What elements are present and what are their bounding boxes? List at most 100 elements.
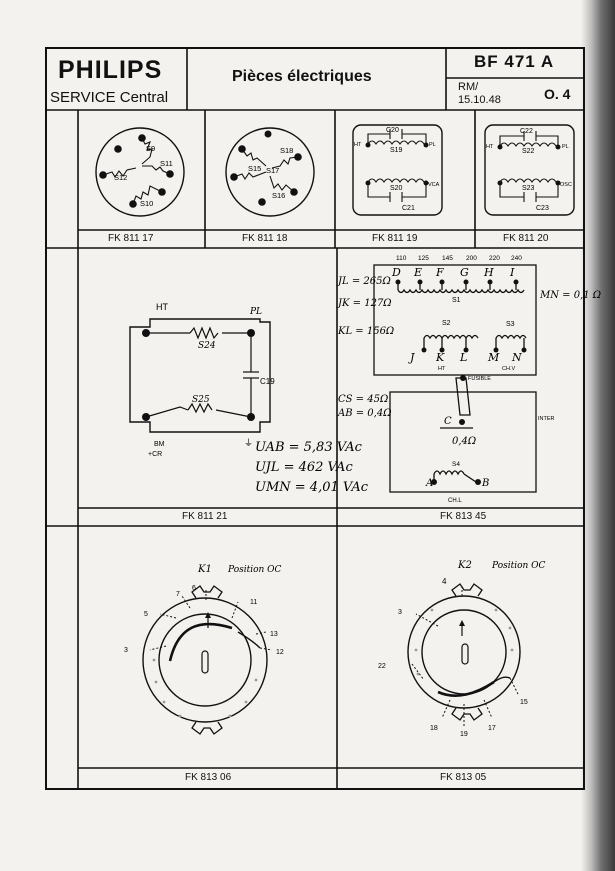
label-c20: C20: [386, 127, 399, 134]
tap-145: 145: [442, 255, 453, 262]
label-fusible: FUSIBLE: [468, 376, 491, 382]
label-c21: C21: [402, 205, 415, 212]
label-c19: C19: [260, 377, 275, 386]
label-a: A: [425, 478, 433, 489]
tap-f: F: [435, 266, 444, 279]
resistance-cab: 0,4Ω: [452, 436, 476, 447]
label-k2: K2: [457, 560, 472, 571]
contact-17: 17: [488, 725, 496, 732]
diagram-fk81118: S18 S17 S15 S16: [225, 127, 315, 217]
tap-125: 125: [418, 255, 429, 262]
label-s18: S18: [280, 146, 293, 155]
contact-12: 12: [276, 649, 284, 656]
voltage-umn: UMN = 4,01 VAc: [255, 480, 369, 495]
label-s3: S3: [506, 321, 515, 328]
label-chl: CH.L: [448, 498, 462, 504]
brand-logo: PHILIPS: [58, 56, 163, 84]
label-ht: HT: [438, 366, 446, 372]
label-c23: C23: [536, 205, 549, 212]
tap-d: D: [391, 266, 401, 279]
label-c: C: [444, 416, 452, 427]
contact-13: 13: [270, 631, 278, 638]
tap-240: 240: [511, 255, 522, 262]
tap-e: E: [413, 266, 422, 279]
contact-5: 5: [144, 611, 148, 618]
tap-m: M: [487, 351, 500, 364]
tap-110: 110: [396, 255, 407, 262]
tap-200: 200: [466, 255, 477, 262]
rm-label: RM/: [458, 81, 479, 93]
label-inter: INTER: [538, 416, 555, 422]
diagram-fk81120: C22 S22 HT PL S23 OSC C23: [484, 124, 575, 216]
voltage-ujl: UJL = 462 VAc: [255, 460, 353, 475]
label-position-oc: Position OC: [227, 565, 282, 575]
label-s22: S22: [522, 148, 535, 155]
diagram-fk81306: K1 Position OC 6 7 5 11 13 3 12: [124, 564, 284, 735]
document-sheet: [45, 47, 585, 790]
contact-22: 22: [378, 663, 386, 670]
contact-19: 19: [460, 731, 468, 738]
caption-fk81119: FK 811 19: [372, 233, 418, 244]
label-s24: S24: [198, 341, 216, 351]
label-s12: S12: [114, 173, 127, 182]
label-s10: S10: [140, 199, 153, 208]
contact-15: 15: [520, 699, 528, 706]
label-b: B: [481, 478, 489, 489]
resistance-kl: KL = 156Ω: [337, 326, 394, 337]
diagram-fk81117: S9 S11 S12 S10: [95, 127, 185, 217]
page-title: Pièces électriques: [232, 68, 372, 85]
label-pl: PL: [562, 144, 569, 150]
label-s19: S19: [390, 147, 403, 154]
tap-k: K: [435, 351, 445, 364]
resistance-cs: CS = 45Ω: [338, 394, 388, 405]
label-bm: BM: [154, 441, 165, 448]
caption-fk81345: FK 813 45: [440, 511, 487, 522]
contact-4: 4: [442, 577, 447, 586]
caption-fk81306: FK 813 06: [185, 772, 232, 783]
label-s20: S20: [390, 185, 403, 192]
label-s17: S17: [266, 166, 279, 175]
resistance-jl: JL = 265Ω: [336, 276, 391, 287]
label-chv: CH.V: [502, 366, 515, 372]
contact-6: 6: [192, 585, 196, 592]
caption-fk81118: FK 811 18: [242, 233, 288, 244]
tap-j: J: [408, 351, 415, 364]
diagram-fk81121: HT PL S24 C19 S25 BM +CR ⏚ UAB = 5,83 VA…: [129, 302, 369, 495]
label-ht: HT: [486, 144, 494, 150]
ground-icon: ⏚: [244, 438, 253, 448]
doc-date: 15.10.48: [458, 94, 501, 106]
caption-fk81120: FK 811 20: [503, 233, 549, 244]
tap-h: H: [483, 266, 494, 279]
sheet-number: O. 4: [544, 86, 571, 102]
tap-g: G: [460, 266, 469, 279]
label-s1: S1: [452, 297, 461, 304]
diagram-fk81345: 110 125 145 200 220 240 D E F G H I JL =…: [336, 255, 601, 504]
label-s2: S2: [442, 320, 451, 327]
contact-18: 18: [430, 725, 438, 732]
label-c22: C22: [520, 128, 533, 135]
contact-3: 3: [124, 647, 128, 654]
label-s25: S25: [192, 395, 210, 405]
label-pl: PL: [249, 307, 262, 317]
voltage-uab: UAB = 5,83 VAc: [255, 440, 363, 455]
contact-11: 11: [250, 599, 257, 606]
resistance-jk: JK = 127Ω: [336, 298, 392, 309]
label-pl: PL: [429, 142, 436, 148]
diagram-fk81305: K2 Position OC 4 3 22 15 18 19 17: [378, 560, 546, 738]
label-osc: OSC: [560, 182, 572, 188]
tap-l: L: [459, 351, 467, 364]
caption-fk81117: FK 811 17: [108, 233, 154, 244]
resistance-ab: AB = 0,4Ω: [337, 408, 392, 419]
caption-fk81121: FK 811 21: [182, 511, 228, 522]
label-s4: S4: [452, 461, 460, 468]
contact-7: 7: [176, 591, 180, 598]
diagram-fk81119: C20 S19 HT PL S20 VCA C21: [352, 124, 443, 216]
label-cr: +CR: [148, 451, 162, 458]
tap-i: I: [509, 266, 515, 279]
label-s23: S23: [522, 185, 535, 192]
brand-subtitle: SERVICE Central: [50, 89, 169, 106]
label-ht: HT: [156, 302, 168, 312]
label-s15: S15: [248, 164, 261, 173]
model-code: BF 471 A: [474, 52, 555, 71]
